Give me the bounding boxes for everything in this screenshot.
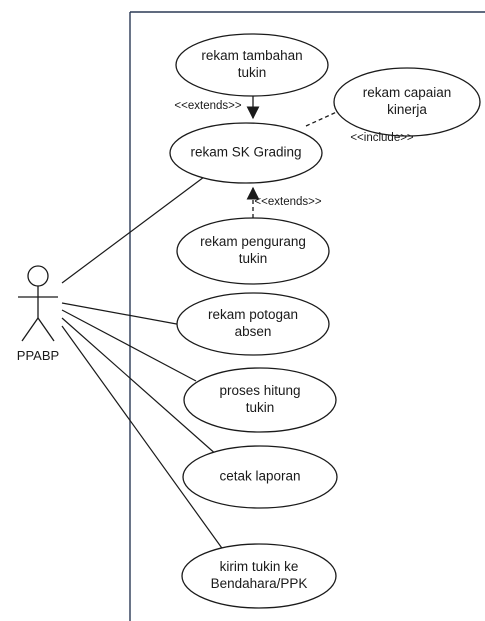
usecase-rekam-potongan-absen[interactable] <box>176 292 330 356</box>
usecase-rekam-pengurang-tukin[interactable] <box>176 217 330 285</box>
usecase-cetak-laporan[interactable] <box>182 445 338 509</box>
label-rekam-sk-grading: rekam SK Grading <box>190 144 302 160</box>
label-rekam-pengurang-tukin: rekam pengurang tukin <box>200 234 306 266</box>
association-kirim-tukin <box>61 325 225 552</box>
actor-name: PPABP <box>16 347 60 363</box>
label-kirim-tukin: kirim tukin ke Bendahara/PPK <box>210 559 308 591</box>
association-proses-hitung <box>61 309 197 382</box>
usecase-rekam-sk-grading[interactable] <box>169 122 323 184</box>
association-potongan-absen <box>61 302 183 326</box>
label-extends-top: <<extends>> <box>174 99 242 112</box>
usecase-kirim-tukin[interactable] <box>181 543 337 609</box>
usecase-rekam-tambahan-tukin[interactable] <box>175 33 329 97</box>
usecase-rekam-capaian-kinerja[interactable] <box>333 67 481 137</box>
label-extends-bottom: <<extends>> <box>254 195 322 208</box>
stick-figure-icon <box>18 265 58 342</box>
label-cetak-laporan: cetak laporan <box>219 468 301 484</box>
label-rekam-tambahan-tukin: rekam tambahan tukin <box>201 48 303 80</box>
usecase-proses-hitung-tukin[interactable] <box>183 367 337 433</box>
label-proses-hitung-tukin: proses hitung tukin <box>219 383 301 415</box>
association-cetak-laporan <box>61 317 219 457</box>
label-include: <<include>> <box>350 131 414 144</box>
label-rekam-capaian-kinerja: rekam capaian kinerja <box>362 85 452 117</box>
label-rekam-potongan-absen: rekam potogan absen <box>207 307 299 339</box>
association-sk-grading <box>61 176 205 284</box>
